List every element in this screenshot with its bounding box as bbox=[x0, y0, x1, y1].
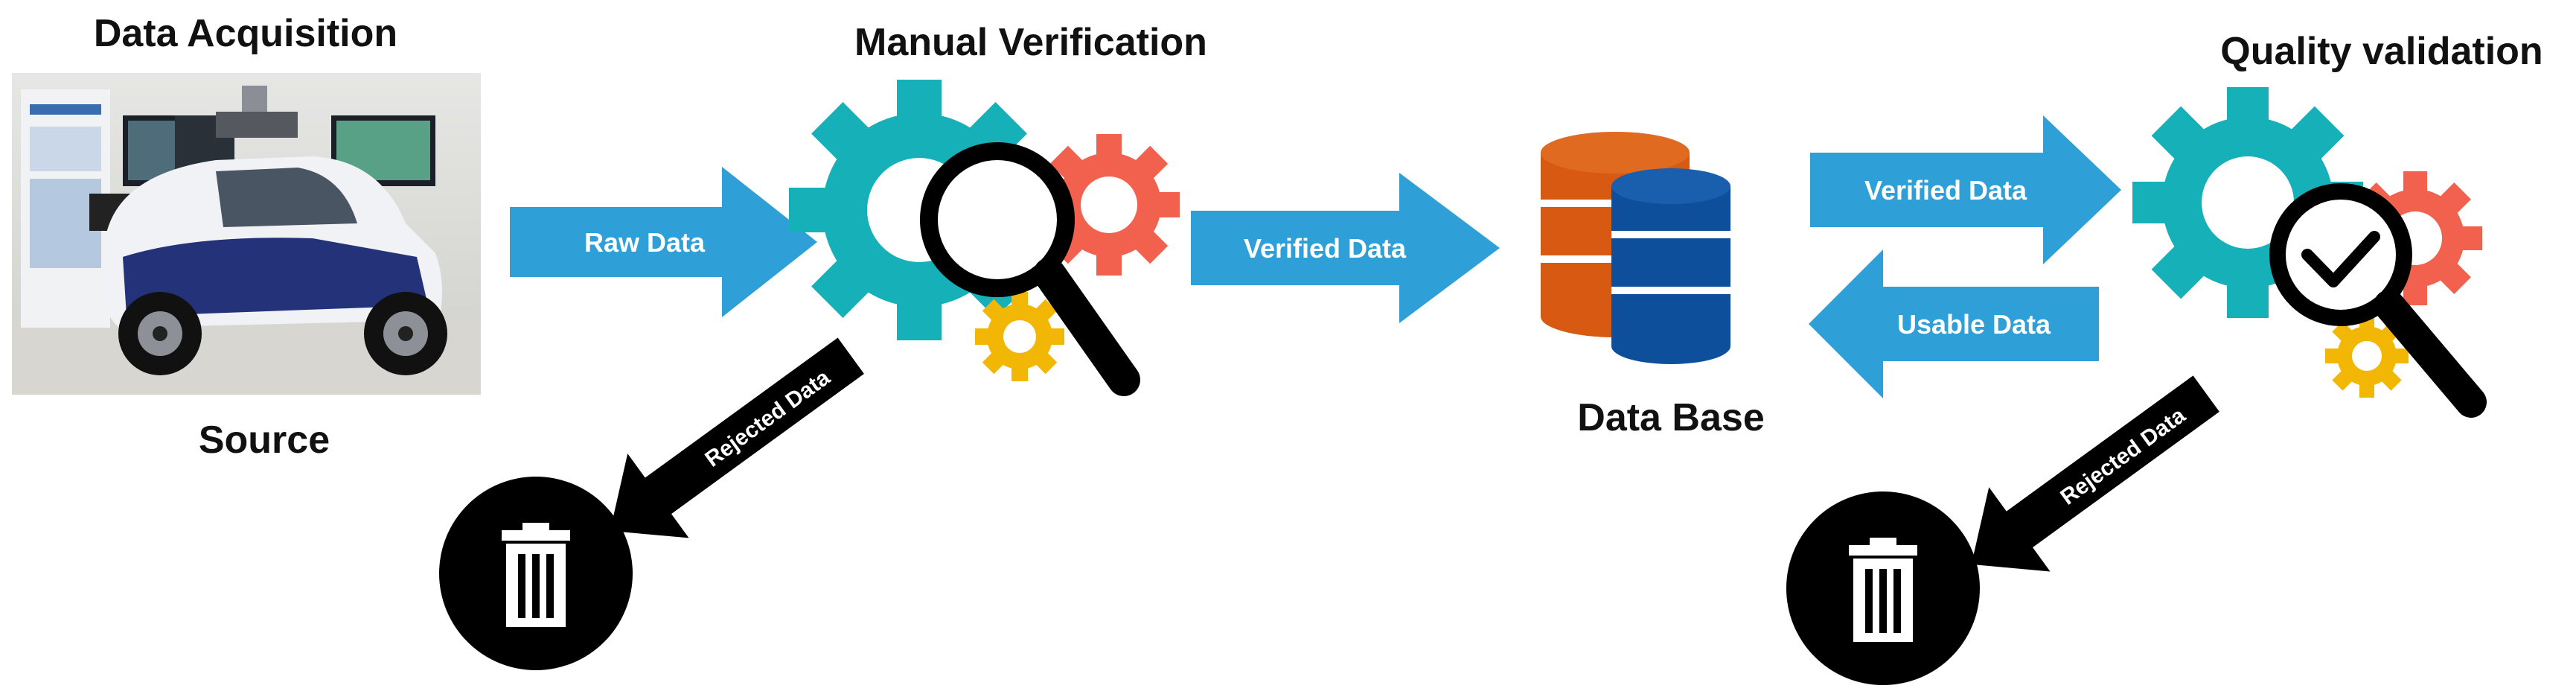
rejected-data-arrow: Rejected Data bbox=[1971, 375, 2219, 572]
vehicle-photo bbox=[12, 73, 481, 395]
quality-validation-title: Quality validation bbox=[2220, 30, 2543, 73]
manual-verification-title: Manual Verification bbox=[854, 21, 1207, 64]
database-caption: Data Base bbox=[1577, 396, 1764, 439]
rejected-data-label: Rejected Data bbox=[701, 365, 835, 472]
rejected-data-arrow: Rejected Data bbox=[610, 337, 864, 538]
trash-icon bbox=[439, 477, 633, 670]
trash-icon bbox=[1786, 491, 1980, 685]
raw-data-arrow: Raw Data bbox=[510, 167, 817, 317]
magnifier-icon bbox=[2269, 183, 2487, 418]
verified-data-arrow: Verified Data bbox=[1810, 115, 2121, 264]
raw-data-label: Raw Data bbox=[584, 227, 706, 258]
rejected-data-label: Rejected Data bbox=[2056, 403, 2190, 510]
verified-data-label: Verified Data bbox=[1244, 233, 1407, 264]
magnifier-icon bbox=[920, 142, 1140, 396]
database-icon bbox=[1541, 132, 1730, 364]
verified-data-arrow: Verified Data bbox=[1191, 173, 1500, 323]
usable-data-arrow: Usable Data bbox=[1809, 249, 2099, 398]
acquisition-title: Data Acquisition bbox=[94, 12, 397, 55]
source-caption: Source bbox=[199, 419, 330, 462]
verified-data-label: Verified Data bbox=[1864, 175, 2027, 206]
usable-data-label: Usable Data bbox=[1897, 309, 2051, 340]
gear-icon bbox=[975, 292, 1064, 381]
gear-icon bbox=[2325, 314, 2409, 398]
check-icon bbox=[2301, 231, 2380, 287]
